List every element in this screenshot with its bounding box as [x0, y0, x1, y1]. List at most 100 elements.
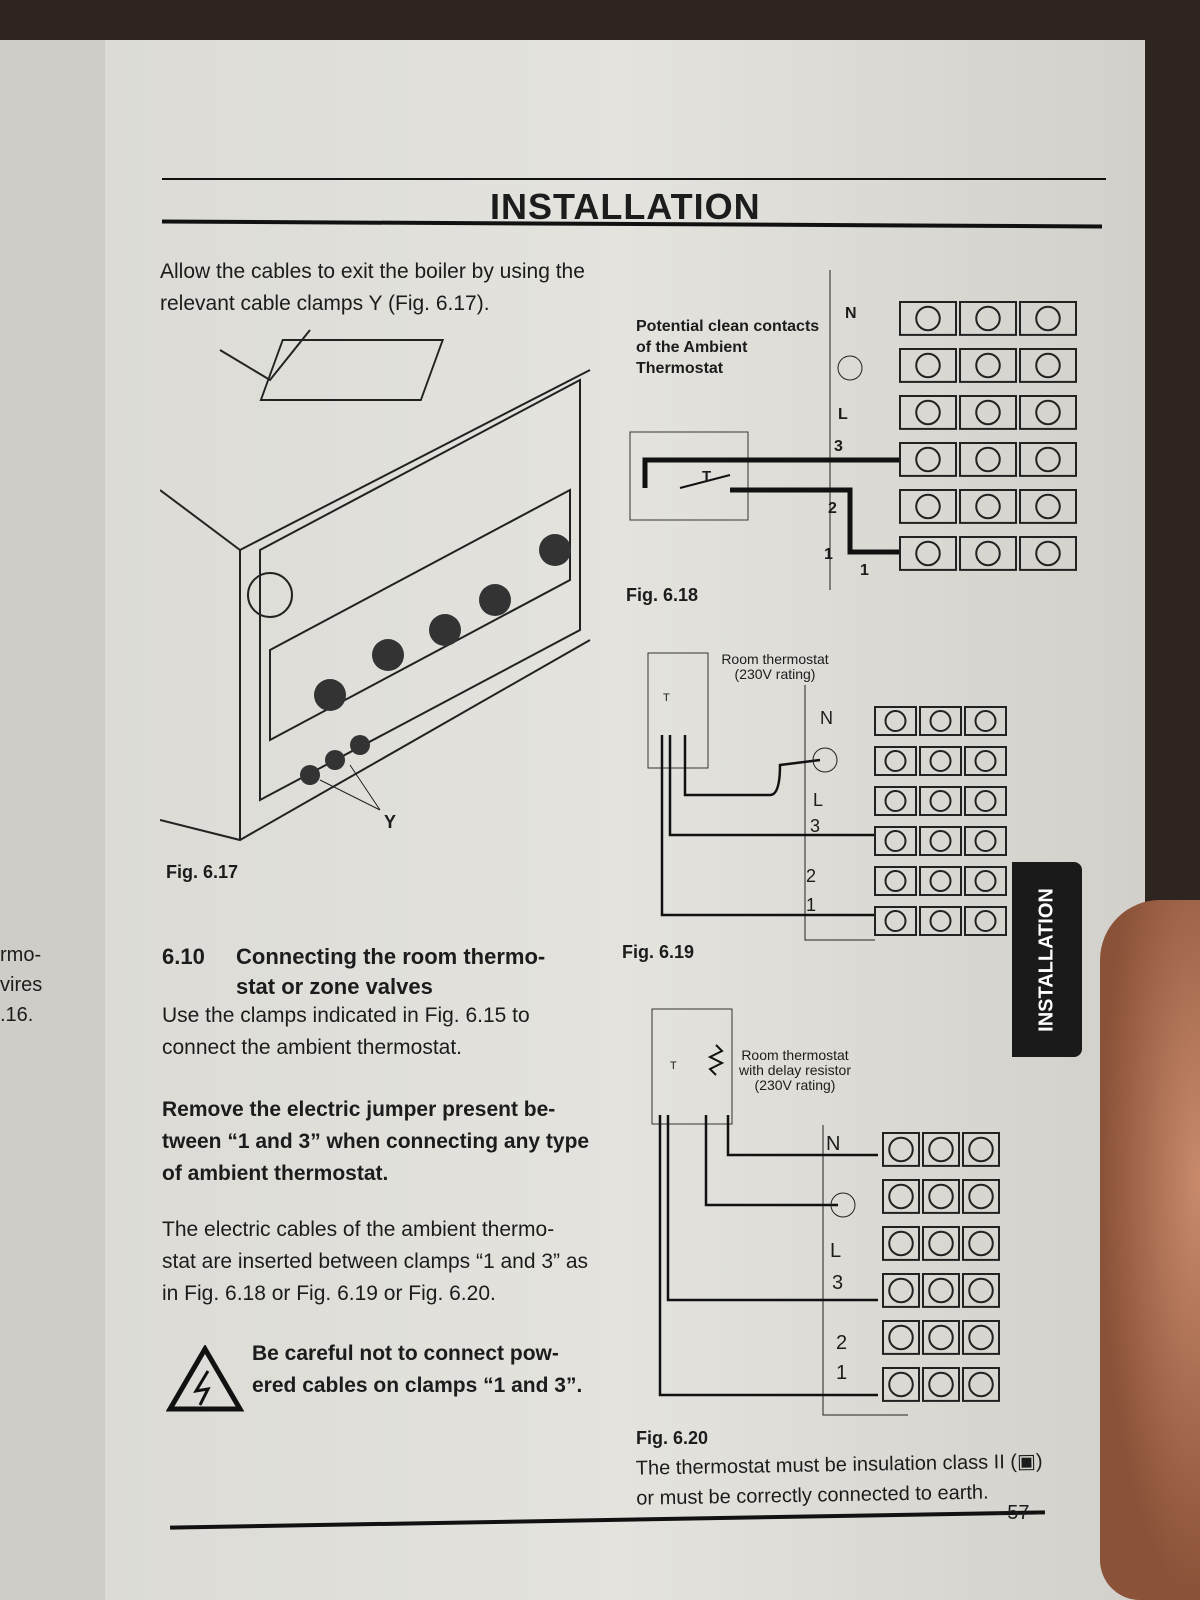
fig-6-18-caption: Fig. 6.18: [626, 585, 699, 605]
boiler-illustration: [160, 329, 591, 842]
terminal-screw: [882, 1179, 920, 1214]
fig-6-20-diagram: [651, 1008, 1000, 1416]
terminal-screw: [882, 1132, 920, 1167]
terminal-screw: [964, 826, 1007, 856]
terminal-screw: [964, 786, 1007, 816]
terminal-screw: [919, 706, 962, 736]
terminal-3: 3: [834, 438, 843, 455]
section-title: Connecting the room thermo- stat or zone…: [236, 944, 546, 999]
terminal-n: N: [826, 1133, 841, 1155]
terminal-3: 3: [810, 816, 821, 836]
terminal-screw: [964, 746, 1007, 776]
terminal-screw: [882, 1273, 920, 1308]
terminal-3: 3: [832, 1272, 844, 1294]
fig-6-20-caption: Fig. 6.20: [636, 1428, 709, 1448]
switch-t: T: [670, 1060, 677, 1072]
terminal-screw: [919, 866, 962, 896]
terminal-screw: [1019, 442, 1077, 477]
fig-6-19-label: Room thermostat (230V rating): [721, 651, 829, 682]
terminal-2: 2: [806, 866, 817, 886]
terminal-n: N: [820, 708, 833, 728]
terminal-screw: [919, 826, 962, 856]
fig-6-18-label: Potential clean contacts of the Ambient …: [636, 318, 820, 377]
terminal-screw: [899, 395, 957, 430]
left-page-text: rmo- vires .16.: [0, 940, 42, 1030]
terminal-screw: [962, 1320, 1000, 1355]
terminal-screw: [1019, 348, 1077, 383]
fig-6-18-diagram: [629, 270, 1077, 590]
page-title: INSTALLATION: [490, 186, 761, 227]
terminal-screw: [962, 1367, 1000, 1402]
manual-page: [105, 40, 1145, 1600]
terminal-screw: [1019, 301, 1077, 336]
fig-6-19-diagram: [647, 652, 1007, 941]
terminal-2: 2: [828, 500, 837, 517]
fragment: vires: [0, 974, 43, 996]
terminal-screw: [1019, 395, 1077, 430]
terminal-screw: [959, 442, 1017, 477]
terminal-screw: [1019, 489, 1077, 524]
terminal-screw: [962, 1179, 1000, 1214]
terminal-2: 2: [836, 1332, 848, 1354]
fig-6-20-label: Room thermostat with delay resistor (230…: [738, 1047, 852, 1093]
terminal-screw: [882, 1226, 920, 1261]
section-heading: 6.10 Connecting the room thermo- stat or…: [162, 942, 582, 1002]
wire-label-1: 1: [860, 562, 869, 579]
side-tab-label: INSTALLATION: [1035, 887, 1058, 1032]
terminal-l: L: [838, 406, 848, 423]
fragment: .16.: [0, 1004, 34, 1026]
terminal-screw: [874, 866, 917, 896]
terminal-screw: [1019, 536, 1077, 571]
terminal-screw: [874, 826, 917, 856]
terminal-screw: [919, 746, 962, 776]
left-page: rmo- vires .16.: [0, 40, 107, 1600]
terminal-screw: [922, 1320, 960, 1355]
terminal-screw: [922, 1367, 960, 1402]
terminal-screw: [964, 866, 1007, 896]
terminal-screw: [959, 348, 1017, 383]
section-para-2: Remove the electric jumper present be- t…: [162, 1098, 590, 1185]
terminal-screw: [959, 395, 1017, 430]
terminal-screw: [899, 536, 957, 571]
terminal-screw: [874, 746, 917, 776]
section-para-1: Use the clamps indicated in Fig. 6.15 to…: [162, 1004, 530, 1059]
terminal-screw: [962, 1273, 1000, 1308]
terminal-screw: [922, 1226, 960, 1261]
terminal-screw: [919, 906, 962, 936]
terminal-screw: [882, 1320, 920, 1355]
terminal-screw: [922, 1179, 960, 1214]
terminal-screw: [899, 489, 957, 524]
terminal-screw: [919, 786, 962, 816]
terminal-1: 1: [836, 1362, 848, 1384]
terminal-screw: [899, 348, 957, 383]
switch-t: T: [702, 468, 712, 485]
warning-text: Be careful not to connect pow- ered cabl…: [252, 1342, 583, 1397]
terminal-screw: [964, 906, 1007, 936]
terminal-screw: [959, 536, 1017, 571]
terminal-screw: [964, 706, 1007, 736]
fig-6-19-caption: Fig. 6.19: [622, 942, 695, 962]
label-y: Y: [384, 812, 397, 832]
terminal-l: L: [830, 1240, 842, 1262]
switch-t: T: [663, 692, 670, 704]
terminal-screw: [874, 906, 917, 936]
section-para-3: The electric cables of the ambient therm…: [162, 1218, 589, 1305]
terminal-screw: [959, 489, 1017, 524]
terminal-screw: [874, 786, 917, 816]
header-rule-top: [162, 178, 1106, 180]
terminal-screw: [899, 442, 957, 477]
terminal-l: L: [813, 790, 824, 810]
terminal-screw: [922, 1273, 960, 1308]
hand: [1100, 900, 1200, 1600]
warning-electric-icon: [166, 1345, 244, 1412]
terminal-screw: [962, 1226, 1000, 1261]
terminal-n: N: [845, 305, 857, 322]
fig-6-17-caption: Fig. 6.17: [166, 862, 239, 882]
terminal-screw: [959, 301, 1017, 336]
terminal-screw: [882, 1367, 920, 1402]
terminal-1: 1: [824, 546, 833, 563]
fragment: rmo-: [0, 944, 42, 966]
intro-text: Allow the cables to exit the boiler by u…: [160, 260, 585, 315]
terminal-screw: [899, 301, 957, 336]
footnote: The thermostat must be insulation class …: [635, 1450, 1043, 1510]
